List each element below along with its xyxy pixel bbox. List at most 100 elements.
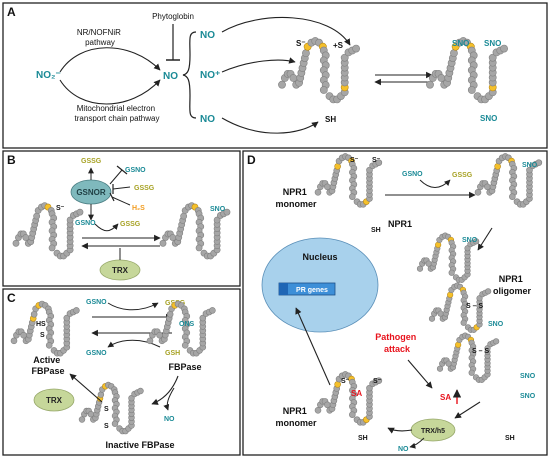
protein-npr1-monomer-top	[314, 153, 383, 208]
gsno-react-label: GSNO	[75, 220, 96, 227]
gsno-top-c-label: GSNO	[86, 299, 107, 306]
no-release-d-arrow	[409, 437, 425, 449]
ss-d-o1: S – S	[466, 303, 483, 310]
protein-npr1-oligomer-1	[416, 232, 480, 283]
oligomer-to-trx-arrow	[454, 401, 481, 419]
gsno-activates	[109, 169, 123, 185]
npr1-label: NPR1	[388, 219, 412, 229]
amino-acid-bead	[340, 53, 349, 62]
amino-acid-bead	[159, 239, 167, 247]
amino-acid-bead	[63, 314, 71, 322]
panel-d-frame	[242, 150, 548, 456]
amino-acid-bead	[375, 159, 383, 166]
panel-d: NPR1 monomer NPR1 GSNO GSSG Nucleus PR g…	[261, 153, 543, 453]
trx-b-label: TRX	[112, 266, 129, 275]
ss-d-o2: S – S	[472, 348, 489, 355]
s-minus-d1: S⁻	[350, 157, 359, 164]
h2s-bar	[109, 192, 115, 202]
protein-nitrosylated-b	[159, 202, 231, 260]
phytoglobin-label: Phytoglobin	[152, 12, 194, 21]
amino-acid-bead	[448, 269, 455, 276]
sh-d-top: SH	[371, 227, 381, 234]
no2-label: NO₂⁻	[36, 70, 61, 81]
sno-label-a1: SNO	[452, 39, 469, 48]
fbpase-to-inactive-arrow	[151, 375, 179, 405]
trxh5-label: TRX/h5	[421, 428, 445, 435]
panel-a-frame	[2, 2, 548, 149]
amino-acid-bead	[437, 74, 446, 82]
amino-acid-bead	[509, 193, 516, 200]
arrow-no-top	[221, 17, 351, 46]
sno-d-o3: SNO	[520, 373, 536, 380]
amino-acid-bead	[181, 341, 189, 349]
sno-b-label: SNO	[210, 206, 226, 213]
amino-acid-bead	[319, 86, 328, 94]
sh-d-bot2: SH	[505, 435, 515, 442]
nr-arrow	[59, 47, 161, 73]
c-top-curve	[107, 302, 159, 311]
amino-acid-bead	[10, 337, 18, 345]
hs-label: HS	[36, 321, 46, 328]
panel-c: GSNO GSSG GSNO GSH HS S ONS Active FBPas…	[10, 299, 216, 450]
amino-acid-bead	[468, 369, 475, 376]
panel-a: NR/NOFNiR pathway Phytoglobin NO₂⁻ NO Mi…	[36, 12, 508, 134]
amino-acid-bead	[48, 244, 56, 252]
brace	[182, 31, 197, 119]
amino-acid-bead	[76, 208, 84, 216]
pr-genes-marker	[279, 283, 288, 295]
panel-b: GSNOR GSSG GSNO GSSG H₂S GSNO GSSG TRX S…	[12, 158, 231, 281]
amino-acid-bead	[66, 216, 74, 224]
d-top-curve	[419, 179, 451, 188]
amino-acid-bead	[30, 310, 38, 318]
amino-acid-bead	[467, 86, 476, 94]
sh-d-bot: SH	[358, 435, 368, 442]
amino-acid-bead	[45, 341, 53, 349]
s-minus-b-label: S⁻	[56, 205, 65, 212]
protein-npr1-nitrosylated	[474, 153, 543, 208]
amino-acid-bead	[33, 212, 41, 220]
active-fbpase-label: Active FBPase	[31, 355, 64, 376]
amino-acid-bead	[314, 406, 322, 414]
protein-reduced-b	[12, 202, 84, 260]
fbpase-label: FBPase	[168, 362, 201, 372]
pr-genes-label: PR genes	[296, 287, 328, 294]
gsno-d-label: GSNO	[402, 171, 423, 178]
gssg-top-label: GSSG	[81, 158, 102, 165]
ons-label: ONS	[179, 321, 195, 328]
trx-c-label: TRX	[46, 396, 63, 405]
panel-c-frame	[2, 288, 241, 456]
amino-acid-bead	[180, 212, 188, 220]
amino-acid-bead	[302, 49, 310, 58]
h2s-inhibit	[111, 196, 131, 206]
s-plus-label: +S	[333, 41, 344, 50]
trx-c-ellipse	[33, 388, 75, 412]
npr1-monomer-bot-label: NPR1 monomer	[275, 406, 317, 428]
panel-b-letter: B	[7, 153, 16, 167]
amino-acid-bead	[473, 238, 480, 245]
amino-acid-bead	[493, 338, 500, 345]
s-minus-d2: S⁻	[372, 157, 381, 164]
amino-acid-bead	[450, 49, 458, 58]
nr-pathway-label: NR/NOFNiR pathway	[77, 28, 123, 47]
protein-inactive-fbpase	[78, 381, 144, 435]
amino-acid-bead	[195, 244, 203, 252]
arrow-no-bottom	[221, 117, 319, 134]
amino-acid-bead	[111, 420, 119, 427]
s-minus-label: S⁻	[296, 39, 306, 48]
amino-acid-bead	[199, 314, 207, 322]
no-c-label: NO	[164, 416, 175, 423]
b-curve-in	[94, 223, 119, 232]
gsh-bot-c-label: GSH	[165, 350, 180, 357]
gsno-bar	[116, 165, 128, 175]
no-plus-label: NO⁺	[200, 70, 220, 81]
amino-acid-bead	[223, 208, 231, 216]
sno-label-a2: SNO	[484, 39, 501, 48]
amino-acid-bead	[12, 239, 20, 247]
amino-acid-bead	[349, 193, 356, 200]
panel-a-letter: A	[7, 5, 16, 19]
gsno-input-label: GSNO	[125, 167, 146, 174]
amino-acid-bead	[416, 265, 424, 272]
amino-acid-bead	[146, 337, 154, 345]
